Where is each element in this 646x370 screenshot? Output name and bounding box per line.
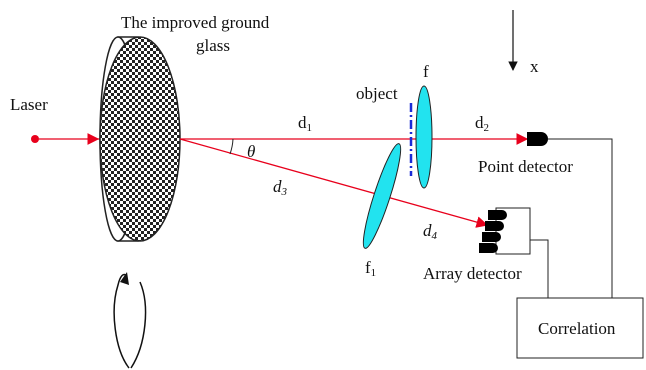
glass-label-line1: The improved ground bbox=[121, 13, 270, 32]
d3-label: d3 bbox=[273, 177, 288, 198]
rotation-arrow bbox=[113, 272, 147, 369]
theta-arc bbox=[229, 138, 234, 155]
array-detector-wire bbox=[530, 239, 549, 298]
lens-f-label: f bbox=[423, 62, 429, 81]
point-detector-label: Point detector bbox=[478, 157, 573, 176]
d4-label: d4 bbox=[423, 221, 438, 242]
object-label: object bbox=[356, 84, 398, 103]
lens-f bbox=[415, 85, 433, 189]
test-beam bbox=[179, 138, 489, 228]
d2-label: d2 bbox=[475, 113, 489, 134]
point-detector bbox=[527, 132, 548, 146]
ground-glass-disk bbox=[99, 36, 181, 242]
lens-f1-label: f1 bbox=[365, 258, 376, 279]
point-detector-wire bbox=[548, 138, 613, 298]
array-detector-label: Array detector bbox=[423, 264, 522, 283]
laser-source-dot bbox=[31, 135, 39, 143]
ground-glass-surface bbox=[99, 36, 181, 242]
array-detector bbox=[479, 207, 531, 255]
glass-label-line2: glass bbox=[196, 36, 230, 55]
correlation-box bbox=[516, 297, 644, 359]
correlation-label: Correlation bbox=[538, 319, 616, 338]
lens-f1 bbox=[362, 143, 402, 249]
laser-label: Laser bbox=[10, 95, 48, 114]
x-axis-label: x bbox=[530, 57, 539, 76]
theta-label: θ bbox=[247, 142, 255, 161]
d1-label: d1 bbox=[298, 113, 312, 134]
